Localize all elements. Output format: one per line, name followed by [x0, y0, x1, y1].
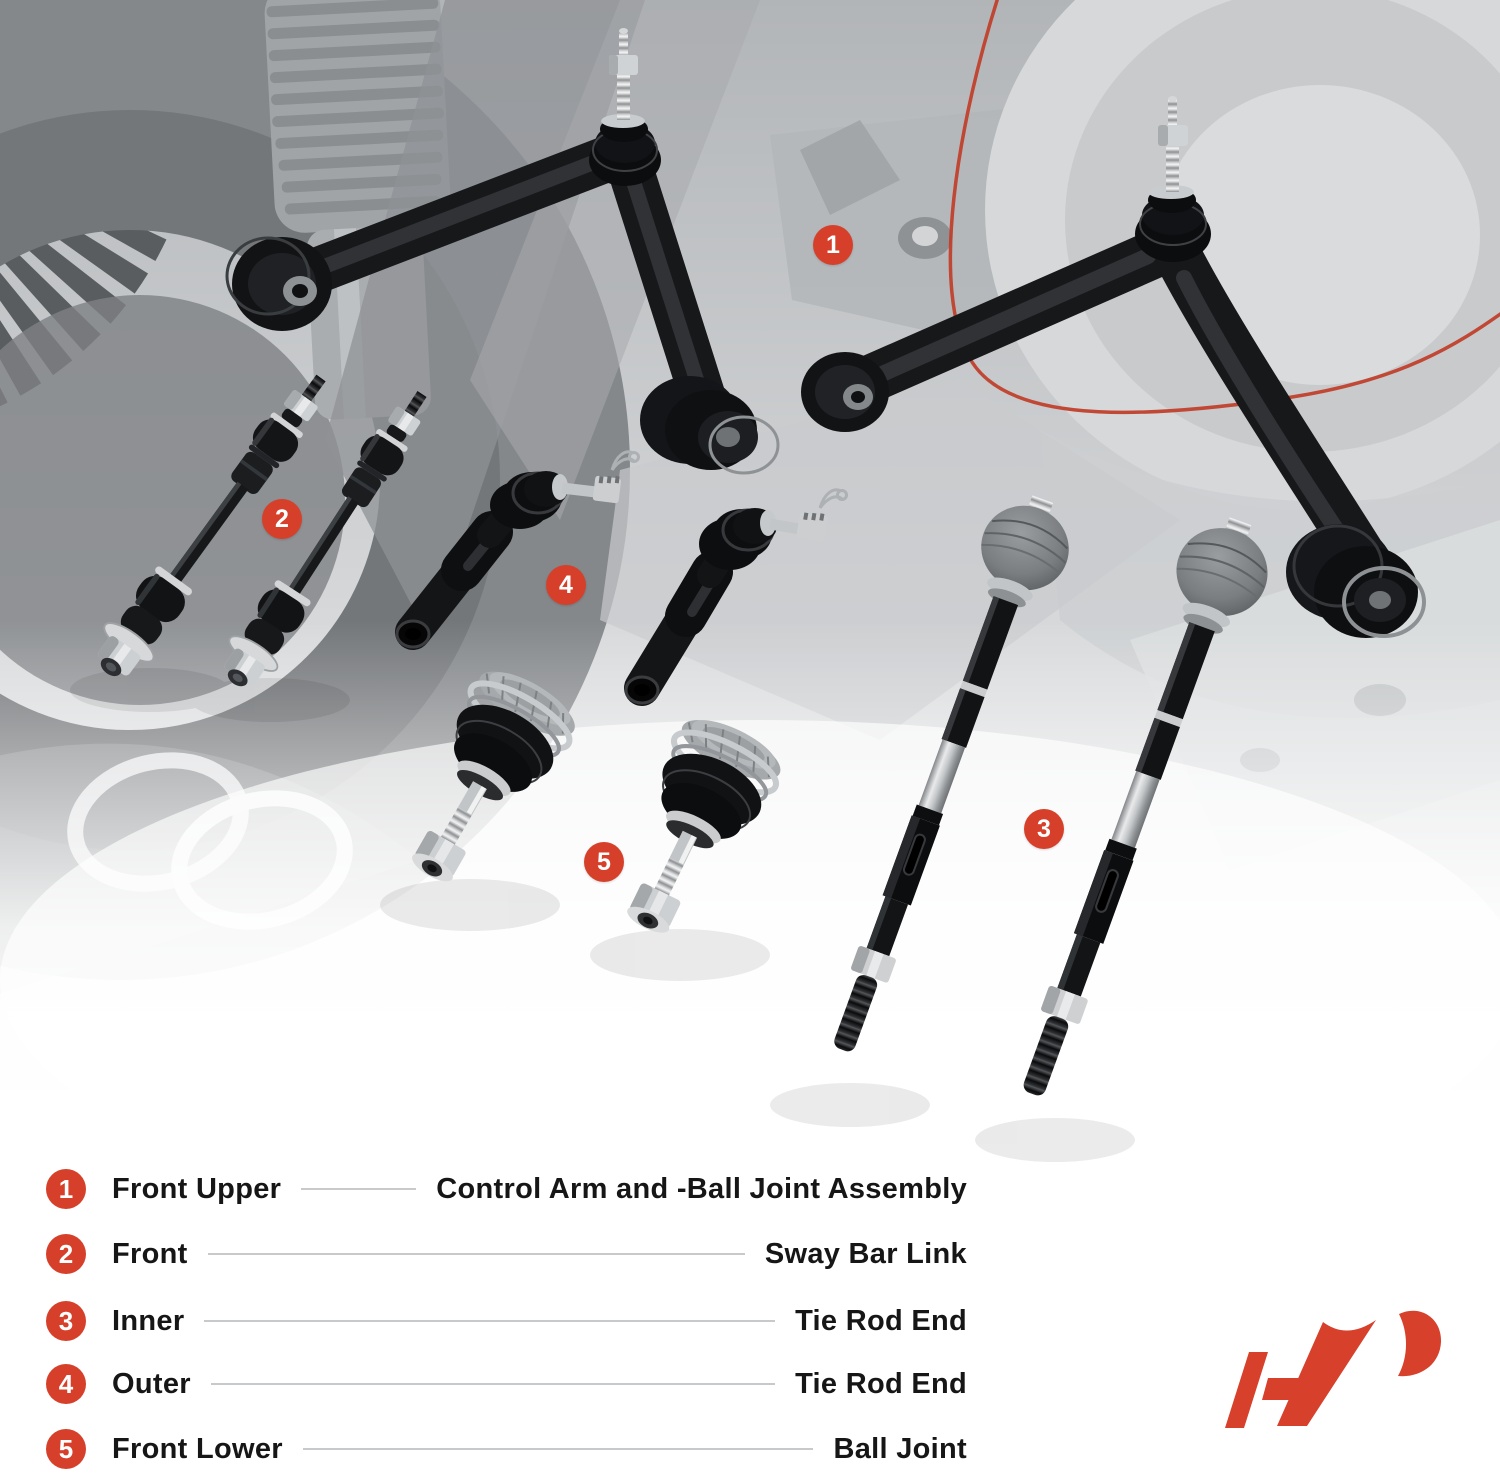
red-swoosh-line	[948, 0, 1500, 415]
legend-row: 5 Front Lower Ball Joint	[46, 1429, 967, 1469]
callout-badge-3: 3	[1024, 809, 1064, 849]
legend-part-name: Control Arm and -Ball Joint Assembly	[436, 1172, 967, 1205]
legend-divider-line	[207, 1253, 745, 1255]
legend-position-label: Outer	[112, 1367, 191, 1400]
legend-divider-line	[210, 1383, 776, 1385]
legend-badge-1: 1	[46, 1169, 86, 1209]
callout-badge-4: 4	[546, 565, 586, 605]
outer-tie-rod-left	[395, 450, 640, 650]
legend-row: 1 Front Upper Control Arm and -Ball Join…	[46, 1169, 967, 1209]
legend-badge-5: 5	[46, 1429, 86, 1469]
legend-badge-4: 4	[46, 1364, 86, 1404]
legend-badge-2: 2	[46, 1234, 86, 1274]
callout-badge-2: 2	[262, 499, 302, 539]
callout-badge-5: 5	[584, 842, 624, 882]
legend-part-name: Sway Bar Link	[764, 1237, 967, 1270]
legend-row: 4 Outer Tie Rod End	[46, 1364, 967, 1404]
legend-row: 2 Front Sway Bar Link	[46, 1234, 967, 1274]
legend-divider-line	[301, 1188, 417, 1190]
ap-logo-mark	[1225, 1310, 1442, 1428]
legend-position-label: Front Lower	[112, 1432, 283, 1465]
outer-tie-rod-right	[624, 488, 848, 706]
legend-position-label: Front	[112, 1237, 188, 1270]
upper-control-arm-left	[225, 28, 780, 475]
part-shadows	[70, 668, 1135, 1162]
legend-position-label: Inner	[112, 1304, 185, 1337]
legend-divider-line	[302, 1448, 814, 1450]
legend-part-name: Ball Joint	[833, 1432, 967, 1465]
parts-legend: 1 Front Upper Control Arm and -Ball Join…	[46, 1169, 967, 1469]
callout-badge-1: 1	[813, 225, 853, 265]
legend-row: 3 Inner Tie Rod End	[46, 1301, 967, 1341]
legend-divider-line	[204, 1320, 776, 1322]
legend-badge-3: 3	[46, 1301, 86, 1341]
legend-part-name: Tie Rod End	[795, 1367, 967, 1400]
legend-part-name: Tie Rod End	[795, 1304, 967, 1337]
legend-position-label: Front Upper	[112, 1172, 282, 1205]
upper-control-arm-right	[801, 96, 1426, 638]
